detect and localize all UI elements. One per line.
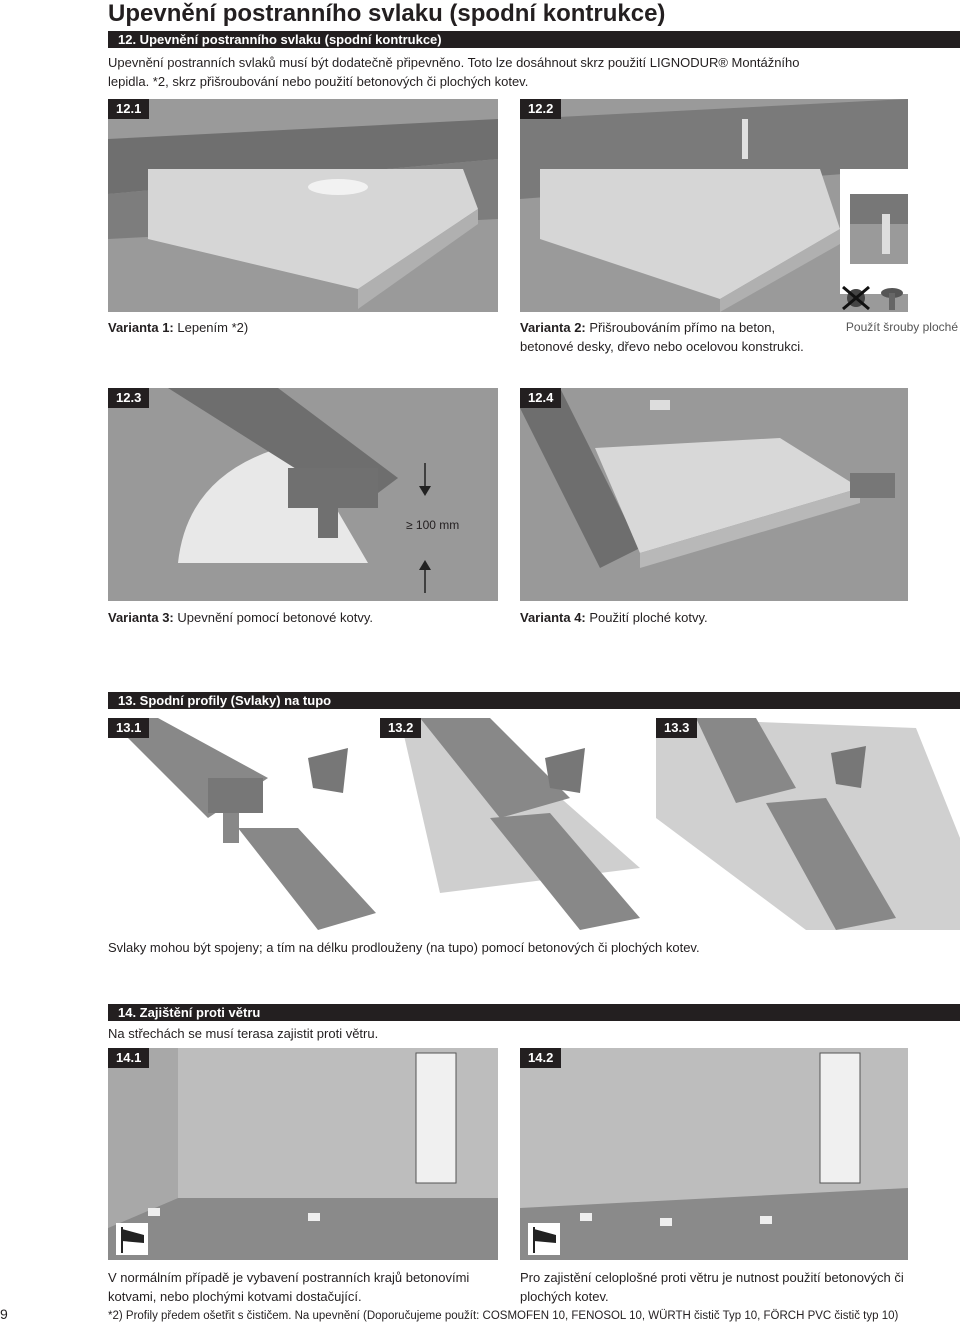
butt-joint-illustration-3 <box>656 718 960 930</box>
figure-12-1: 12.1 <box>108 99 498 312</box>
caption-12-3: Varianta 3: Upevnění pomocí betonové kot… <box>108 608 498 627</box>
screw-illustration <box>520 99 908 312</box>
figure-badge: 14.2 <box>520 1048 562 1068</box>
screw-icon <box>881 288 903 310</box>
adhesive-illustration <box>108 99 498 312</box>
figure-badge: 12.3 <box>108 388 150 408</box>
caption-14-1: V normálním případě je vybavení postrann… <box>108 1270 470 1304</box>
caption-bold: Varianta 1: <box>108 320 174 335</box>
figure-badge: 12.2 <box>520 99 562 119</box>
terrace-full-anchors-illustration <box>520 1048 908 1260</box>
caption-bold: Varianta 2: <box>520 320 586 335</box>
figure-badge: 14.1 <box>108 1048 150 1068</box>
section-12-bar: 12. Upevnění postranního svlaku (spodní … <box>108 31 960 48</box>
page-number: 9 <box>0 1306 8 1322</box>
concrete-anchor-illustration <box>108 388 498 601</box>
windsock-icon <box>528 1223 560 1255</box>
figure-12-4: 12.4 <box>520 388 908 601</box>
figure-13-3: 13.3 <box>656 718 960 930</box>
figure-badge: 12.4 <box>520 388 562 408</box>
crossed-screw-icon <box>842 285 870 311</box>
screw-icons <box>838 285 908 312</box>
caption-text: Upevnění pomocí betonové kotvy. <box>173 610 373 625</box>
caption-text: Použití ploché kotvy. <box>585 610 708 625</box>
butt-joint-illustration-1 <box>108 718 376 930</box>
flat-screw-note: Použít šrouby ploché <box>845 320 958 334</box>
section-14-intro: Na střechách se musí terasa zajistit pro… <box>108 1026 379 1041</box>
section-14-bar: 14. Zajištění proti větru <box>108 1004 960 1021</box>
caption-bold: Varianta 3: <box>108 610 174 625</box>
butt-joint-illustration-2 <box>400 718 640 930</box>
section-12-intro: Upevnění postranních svlaků musí být dod… <box>108 55 800 89</box>
caption-12-1: Varianta 1: Lepením *2) <box>108 318 498 337</box>
caption-text: Přišroubováním přímo na beton, betonové … <box>520 320 804 354</box>
windsock-icon <box>116 1223 148 1255</box>
figure-13-1: 13.1 <box>108 718 376 930</box>
caption-12-2: Varianta 2: Přišroubováním přímo na beto… <box>520 318 820 356</box>
figure-14-2: 14.2 <box>520 1048 908 1260</box>
figure-12-2: 12.2 <box>520 99 908 312</box>
figure-badge: 12.1 <box>108 99 150 119</box>
caption-text: Lepením *2) <box>173 320 249 335</box>
figure-12-3: 12.3 ≥ 100 mm <box>108 388 498 601</box>
caption-12-4: Varianta 4: Použití ploché kotvy. <box>520 608 908 627</box>
flat-anchor-illustration <box>520 388 908 601</box>
section-13-bar: 13. Spodní profily (Svlaky) na tupo <box>108 692 960 709</box>
figure-badge: 13.3 <box>656 718 698 738</box>
figure-13-2: 13.2 <box>380 718 652 930</box>
figure-14-1: 14.1 <box>108 1048 498 1260</box>
page-title: Upevnění postranního svlaku (spodní kont… <box>108 0 666 27</box>
caption-14-2: Pro zajistění celoplošné proti větru je … <box>520 1270 904 1304</box>
terrace-edge-anchors-illustration <box>108 1048 498 1260</box>
figure-badge: 13.2 <box>380 718 422 738</box>
caption-bold: Varianta 4: <box>520 610 586 625</box>
dimension-label: ≥ 100 mm <box>406 518 460 532</box>
footer-note: *2) Profily předem ošetřit s čističem. N… <box>108 1310 899 1322</box>
caption-13: Svlaky mohou být spojeny; a tím na délku… <box>108 940 700 955</box>
figure-badge: 13.1 <box>108 718 150 738</box>
